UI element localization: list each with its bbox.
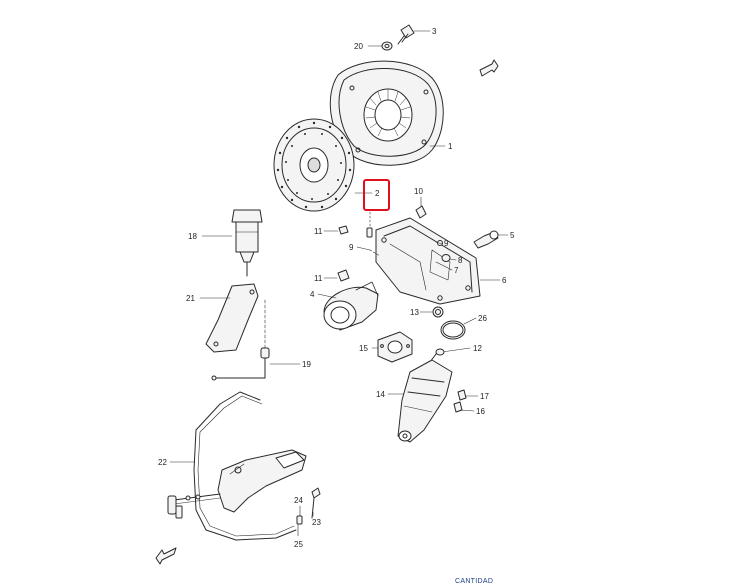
callout-11-lower[interactable]: 11 [314,274,323,283]
part-19-hose[interactable] [212,300,300,380]
front-arrow-top [479,59,499,77]
part-14-slave-cylinder[interactable] [388,360,452,442]
callout-11-upper[interactable]: 11 [314,227,323,236]
callout-4[interactable]: 4 [310,290,315,299]
part-22-clutch-line[interactable] [170,392,296,540]
part-11-lower[interactable] [324,270,349,281]
callout-24[interactable]: 24 [294,496,303,505]
callout-9-upper[interactable]: 9 [444,239,449,248]
callout-22[interactable]: 22 [158,458,167,467]
part-13-seal[interactable] [420,307,443,317]
callout-25[interactable]: 25 [294,540,303,549]
part-8-screw[interactable] [442,255,456,262]
part-3-bolt[interactable] [398,25,430,44]
part-20-washer[interactable] [368,42,392,50]
callout-12[interactable]: 12 [473,344,482,353]
callout-14[interactable]: 14 [376,390,385,399]
highlight-box [363,179,390,211]
part-4-release-bearing[interactable] [318,282,378,330]
callout-1[interactable]: 1 [448,142,453,151]
part-26-o-ring[interactable] [441,318,476,339]
front-arrow-bottom [155,547,177,565]
part-24-pin[interactable] [297,506,302,524]
callout-18[interactable]: 18 [188,232,197,241]
part-pin[interactable] [367,212,372,237]
part-10-clip[interactable] [416,197,426,218]
part-15-gasket[interactable] [372,332,412,362]
part-23-rod[interactable] [312,488,320,518]
part-21-bracket[interactable] [200,284,258,352]
callout-20[interactable]: 20 [354,42,363,51]
part-11-upper[interactable] [324,226,348,234]
callout-7[interactable]: 7 [454,266,459,275]
callout-3[interactable]: 3 [432,27,437,36]
callout-17[interactable]: 17 [480,392,489,401]
callout-13[interactable]: 13 [410,308,419,317]
callout-19[interactable]: 19 [302,360,311,369]
part-18-reservoir[interactable] [202,210,262,276]
callout-21[interactable]: 21 [186,294,195,303]
part-1-pressure-plate[interactable] [330,61,445,165]
callout-labels: 3 20 1 2 10 11 9 9 8 5 7 6 11 4 13 26 15… [158,27,515,549]
part-16-bolt[interactable] [454,402,474,412]
callout-9-lower[interactable]: 9 [349,243,354,252]
part-7-fork-arm[interactable] [436,262,452,270]
part-9-stud-upper[interactable] [436,241,443,246]
callout-5[interactable]: 5 [510,231,515,240]
callout-10[interactable]: 10 [414,187,423,196]
part-2-clutch-disc[interactable] [274,119,372,211]
callout-6[interactable]: 6 [502,276,507,285]
callout-16[interactable]: 16 [476,407,485,416]
part-6-clutch-housing[interactable] [376,218,500,304]
callout-2[interactable]: 2 [375,189,380,198]
master-cylinder[interactable] [168,450,306,518]
part-17-bleeder[interactable] [458,390,478,400]
part-9-stud-lower[interactable] [357,247,380,256]
part-5-bushing[interactable] [474,231,508,248]
footer-cantidad-label: CANTIDAD [455,578,494,585]
part-12-push-rod[interactable] [430,348,470,362]
callout-8[interactable]: 8 [458,256,463,265]
callout-15[interactable]: 15 [359,344,368,353]
callout-23[interactable]: 23 [312,518,321,527]
callout-26[interactable]: 26 [478,314,487,323]
